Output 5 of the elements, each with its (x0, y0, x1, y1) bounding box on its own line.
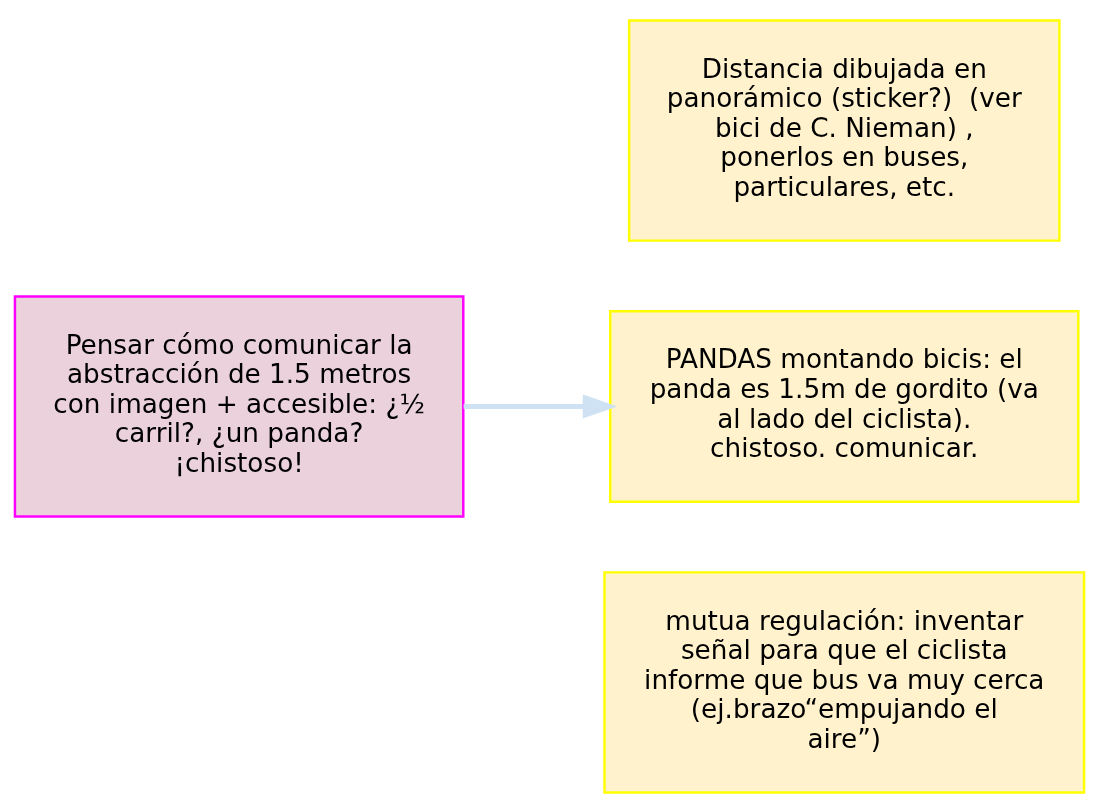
node-box: mutua regulación: inventar señal para que el ciclista informe que bus va muy cerca (ej.brazo“empujando el aire”) (603, 570, 1086, 794)
node-box: PANDAS montando bicis: el panda es 1.5m de gordito (va al lado del ciclista). chistoso. comunicar. (609, 309, 1080, 503)
node-box: Distancia dibujada en panorámico (sticker?) (ver bici de C. Nieman) , ponerlos en buses, particulares, etc. (627, 18, 1061, 242)
node-box: Pensar cómo comunicar la abstracción de 1.5 metros con imagen + accesible: ¿½ carril?, ¿un panda? ¡chistoso! (13, 294, 465, 518)
arrow (463, 393, 618, 419)
